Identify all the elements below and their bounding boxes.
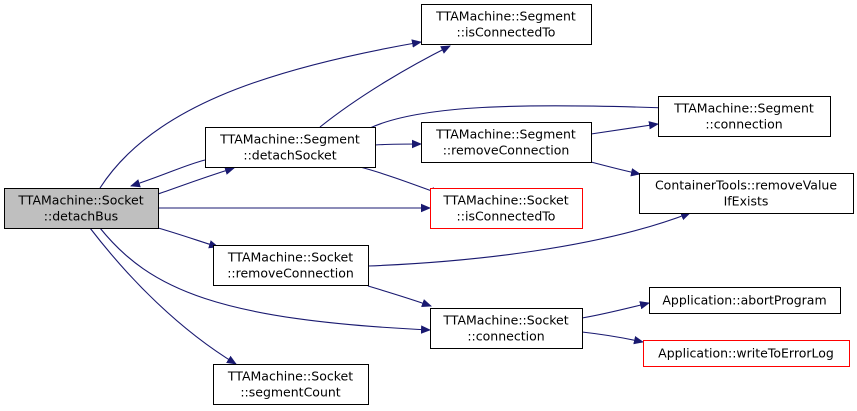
node-label-line: ::segmentCount [240, 385, 340, 400]
edge-sock-removeConnection-to-removeValueIfExists [367, 212, 691, 267]
node-label-line: TTAMachine::Socket [227, 250, 353, 265]
node-label-line: TTAMachine::Socket [442, 193, 568, 208]
node-sock-removeConnection[interactable]: TTAMachine::Socket::removeConnection [213, 245, 369, 286]
node-label-line: TTAMachine::Socket [442, 313, 568, 328]
node-box [430, 308, 583, 349]
nodes-layer: TTAMachine::Socket::detachBusTTAMachine:… [4, 4, 854, 405]
edge-sock-connection-to-abortProgram [581, 301, 650, 319]
node-label-line: TTAMachine::Segment [435, 9, 576, 24]
node-abortProgram[interactable]: Application::abortProgram [649, 287, 841, 314]
edge-detachBus-to-segmentCount [89, 227, 237, 365]
node-box [213, 364, 369, 405]
node-box [205, 127, 376, 168]
node-label-line: Application::abortProgram [662, 293, 826, 308]
node-label-line: ::connection [467, 329, 544, 344]
node-label-line: ::isConnectedTo [457, 25, 556, 40]
node-box [213, 245, 369, 286]
node-label-line: ContainerTools::removeValue [655, 178, 837, 193]
edge-seg-detachSocket-to-seg-isConnectedTo [319, 45, 451, 128]
node-sock-isConnectedTo[interactable]: TTAMachine::Socket::isConnectedTo [430, 188, 583, 229]
edge-sock-connection-to-writeToErrorLog [581, 331, 644, 345]
node-segmentCount[interactable]: TTAMachine::Socket::segmentCount [213, 364, 369, 405]
node-detachBus[interactable]: TTAMachine::Socket::detachBus [4, 188, 159, 229]
edge-detachBus-to-sock-connection [99, 227, 431, 334]
node-sock-connection[interactable]: TTAMachine::Socket::connection [430, 308, 583, 349]
node-label-line: ::detachSocket [243, 148, 336, 163]
edge-seg-detachSocket-to-detachBus [130, 159, 206, 188]
edge-seg-removeConnection-to-removeValueIfExists [590, 161, 641, 177]
node-label-line: TTAMachine::Segment [219, 132, 360, 147]
edge-seg-detachSocket-to-seg-connection [369, 103, 669, 129]
node-box [430, 188, 583, 229]
edge-seg-removeConnection-to-seg-connection [590, 121, 659, 135]
node-box [4, 188, 159, 229]
node-box [421, 4, 592, 45]
edge-seg-detachSocket-to-seg-removeConnection [374, 139, 422, 149]
edge-detachBus-to-sock-removeConnection [157, 227, 219, 249]
edge-detachBus-to-seg-detachSocket [157, 166, 235, 195]
node-label-line: ::isConnectedTo [457, 209, 556, 224]
node-seg-detachSocket[interactable]: TTAMachine::Segment::detachSocket [205, 127, 376, 168]
edge-sock-removeConnection-to-sock-connection [367, 285, 432, 308]
node-seg-isConnectedTo[interactable]: TTAMachine::Segment::isConnectedTo [421, 4, 592, 45]
node-label-line: ::detachBus [44, 209, 118, 224]
node-label-line: TTAMachine::Segment [673, 101, 814, 116]
node-seg-removeConnection[interactable]: TTAMachine::Segment::removeConnection [421, 122, 592, 163]
node-seg-connection[interactable]: TTAMachine::Segment::connection [658, 96, 831, 137]
node-writeToErrorLog[interactable]: Application::writeToErrorLog [643, 340, 850, 367]
node-label-line: TTAMachine::Segment [435, 127, 576, 142]
edge-seg-detachSocket-to-sock-isConnectedTo [359, 166, 441, 195]
node-box [639, 173, 854, 214]
node-box [421, 122, 592, 163]
node-label-line: IfExists [724, 194, 769, 209]
node-label-line: ::removeConnection [227, 266, 354, 281]
node-box [643, 340, 850, 367]
node-label-line: ::removeConnection [443, 143, 570, 158]
node-box [658, 96, 831, 137]
node-label-line: TTAMachine::Socket [17, 193, 143, 208]
edges-layer [89, 39, 691, 365]
node-label-line: ::connection [705, 117, 782, 132]
edge-detachBus-to-seg-isConnectedTo [99, 39, 422, 189]
node-label-line: Application::writeToErrorLog [658, 346, 834, 361]
node-box [649, 287, 841, 314]
node-label-line: TTAMachine::Socket [227, 369, 353, 384]
